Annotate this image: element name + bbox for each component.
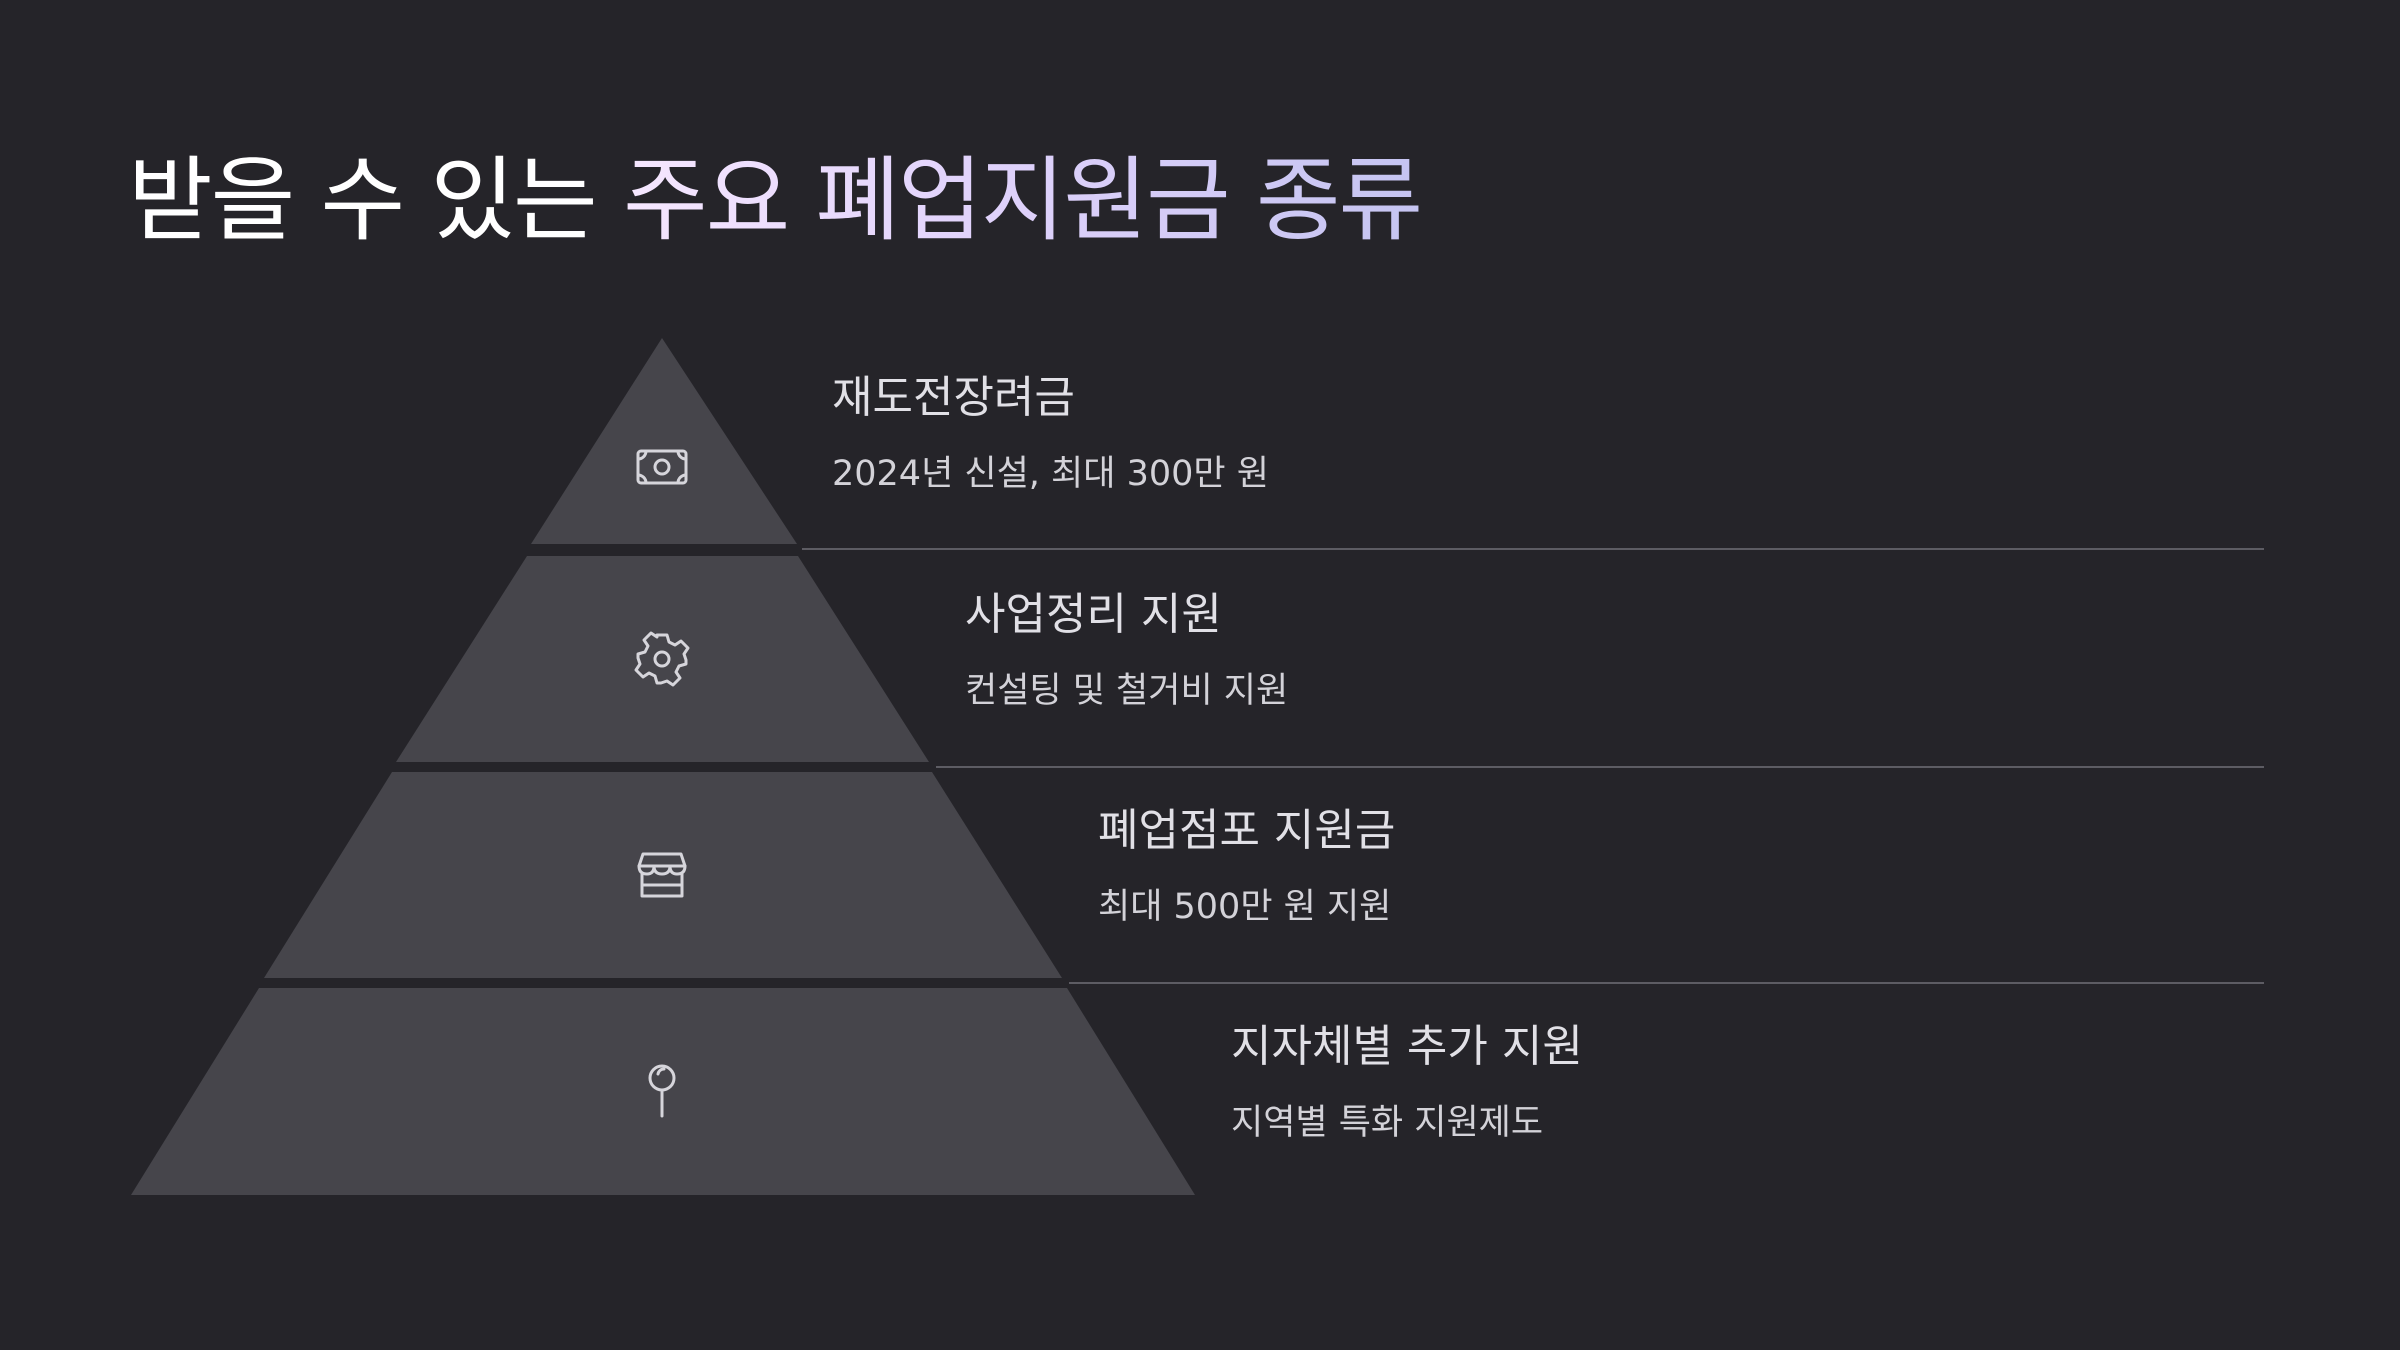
tier-divider-2	[936, 766, 2264, 768]
title-plain: 받을 수 있는	[128, 147, 623, 254]
gear-icon	[634, 631, 690, 687]
tier-4-title: 지자체별 추가 지원	[1231, 1021, 1583, 1072]
tier-1-title: 재도전장려금	[832, 372, 1075, 423]
tier-divider-1	[802, 548, 2264, 550]
money-icon	[636, 449, 688, 485]
store-icon	[637, 852, 687, 898]
tier-2-text: 사업정리 지원 컨설팅 및 철거비 지원	[965, 589, 1288, 712]
pyramid-tier-2	[396, 556, 929, 762]
pyramid-tier-1	[531, 338, 797, 544]
tier-2-title: 사업정리 지원	[965, 589, 1222, 640]
tier-4-description: 지역별 특화 지원제도	[1231, 1102, 1544, 1143]
tier-1-description: 2024년 신설, 최대 300만 원	[832, 453, 1269, 494]
tier-4-text: 지자체별 추가 지원 지역별 특화 지원제도	[1231, 1021, 1583, 1144]
page-title: 받을 수 있는 주요 폐업지원금 종류	[128, 147, 1423, 254]
tier-3-description: 최대 500만 원 지원	[1098, 886, 1392, 927]
tier-divider-3	[1069, 982, 2264, 984]
tier-2-description: 컨설팅 및 철거비 지원	[965, 670, 1289, 711]
tier-1-text: 재도전장려금 2024년 신설, 최대 300만 원	[832, 372, 1269, 495]
title-highlight: 주요 폐업지원금 종류	[622, 147, 1423, 254]
tier-3-text: 폐업점포 지원금 최대 500만 원 지원	[1098, 805, 1395, 928]
pin-icon	[648, 1064, 676, 1118]
tier-3-title: 폐업점포 지원금	[1098, 805, 1396, 856]
